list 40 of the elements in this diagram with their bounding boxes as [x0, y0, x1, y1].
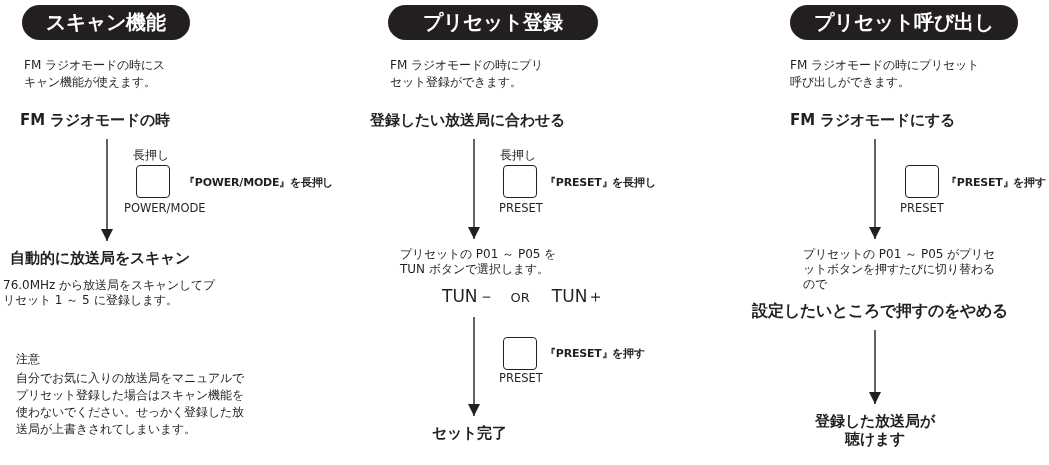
step-text: FM ラジオモードにする — [790, 111, 990, 129]
description-text: 76.0MHz から放送局をスキャンしてプリセット 1 ～ 5 に登録します。 — [3, 278, 217, 308]
step-text: 自動的に放送局をスキャン — [10, 249, 191, 267]
button-symbol — [905, 165, 939, 198]
button-name: TUN＋ — [551, 287, 605, 305]
note-heading: 注意 — [16, 351, 41, 368]
button-label: POWER/MODE — [124, 202, 206, 215]
step-text: FM ラジオモードの時 — [20, 111, 200, 129]
intro-text: FM ラジオモードの時にプリセット呼び出しができます。 — [790, 57, 981, 91]
description-text: プリセットの P01 ～ P05 を TUN ボタンで選択します。 — [400, 247, 558, 277]
arrow — [101, 138, 113, 242]
step-text: 登録したい放送局に合わせる — [370, 111, 590, 129]
intro-text: FM ラジオモードの時にスキャン機能が使えます。 — [24, 57, 167, 91]
button-symbol — [136, 165, 170, 198]
note-text: 自分でお気に入りの放送局をマニュアルでプリセット登録した場合はスキャン機能を使わないでください。せっかく登録した放送局が上書きされてしまいます。 — [16, 370, 245, 438]
step-text: セット完了 — [432, 424, 522, 442]
button-label: PRESET — [499, 202, 543, 215]
instruction-text: 『PRESET』を長押し — [545, 176, 656, 190]
title-pill: スキャン機能 — [22, 5, 190, 40]
arrow — [468, 138, 480, 240]
instruction-text: 『PRESET』を押す — [946, 176, 1046, 190]
step-text: 設定したいところで押すのをやめる — [751, 302, 1009, 320]
instruction-text: 『PRESET』を押す — [545, 347, 645, 361]
intro-text: FM ラジオモードの時にプリセット登録ができます。 — [390, 57, 545, 91]
button-symbol — [503, 337, 537, 370]
title-pill: プリセット登録 — [388, 5, 598, 40]
arrow — [468, 316, 480, 417]
title-pill: プリセット呼び出し — [790, 5, 1018, 40]
arrow — [869, 329, 881, 405]
button-label: 長押し — [133, 149, 169, 162]
button-label: PRESET — [499, 372, 543, 385]
description-text: プリセットの P01 ～ P05 がプリセットボタンを押すたびに切り替わるので — [803, 247, 997, 292]
step-text: 登録した放送局が聴けます — [810, 412, 940, 448]
button-symbol — [503, 165, 537, 198]
button-name: TUN－ — [442, 287, 495, 305]
button-label: 長押し — [500, 149, 536, 162]
button-label: PRESET — [900, 202, 944, 215]
instruction-text: 『POWER/MODE』を長押し — [184, 176, 334, 190]
arrow — [869, 138, 881, 240]
separator-text: OR — [510, 289, 530, 307]
